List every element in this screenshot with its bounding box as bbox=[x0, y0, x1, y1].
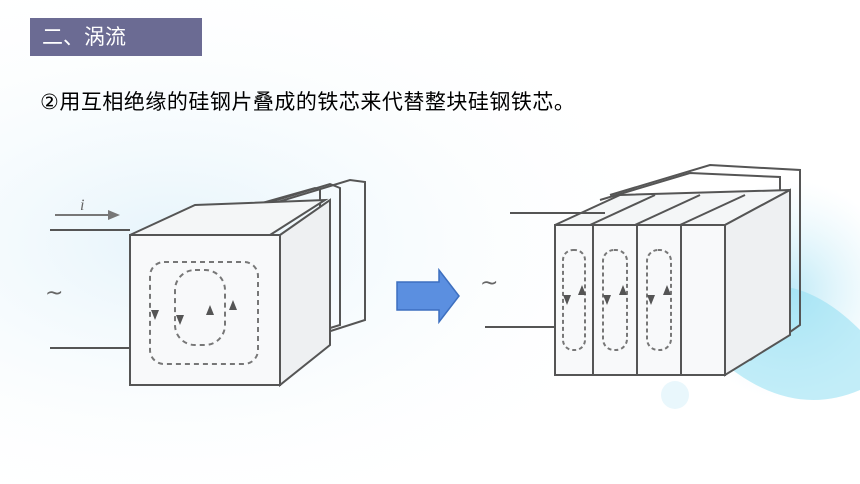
solid-core-diagram: i ~ bbox=[45, 178, 366, 388]
section-title-tag: 二、涡流 bbox=[30, 18, 202, 56]
ac-symbol-right: ~ bbox=[480, 271, 498, 296]
statement-text: ②用互相绝缘的硅钢片叠成的铁芯来代替整块硅钢铁芯。 bbox=[40, 90, 576, 114]
ac-symbol-left: ~ bbox=[45, 281, 63, 306]
transition-arrow bbox=[396, 268, 460, 324]
laminated-core-diagram: ~ bbox=[480, 163, 801, 377]
current-label: i bbox=[80, 197, 84, 214]
